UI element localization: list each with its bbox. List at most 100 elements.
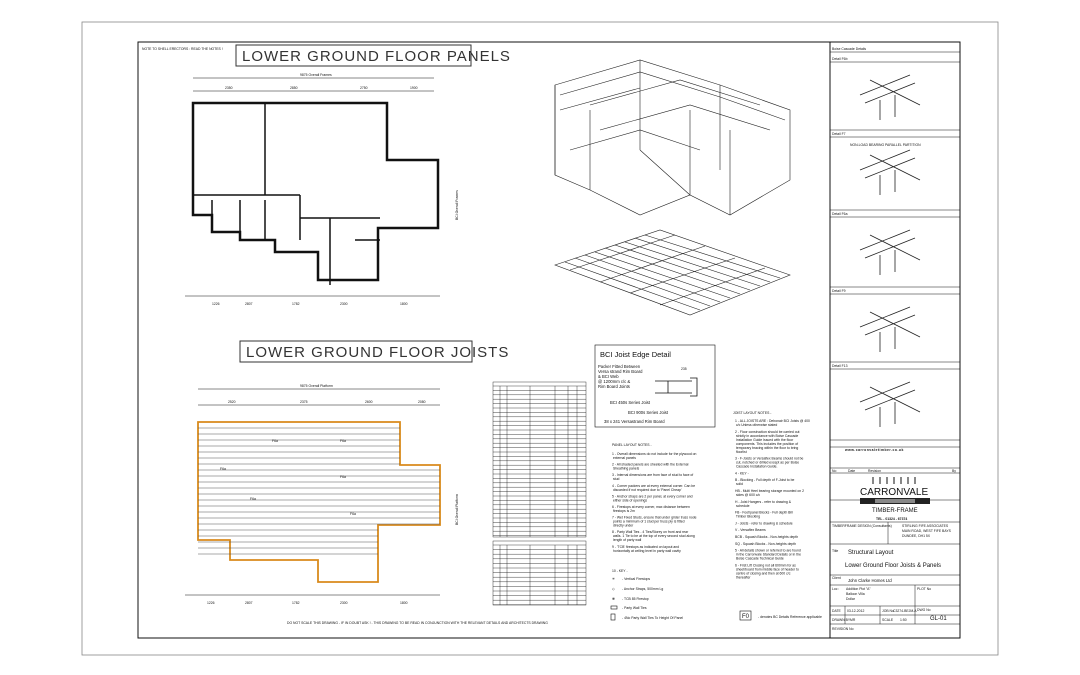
detail-sketch [859,229,921,275]
rev-header: Revision [868,469,881,473]
key-item: - Anchor Straps, 500mm Lg [622,587,663,591]
dim-text: 1226 [212,302,220,306]
panel-notes-heading: PANEL LAYOUT NOTES - [612,443,652,447]
dim-text: 2600 [365,400,373,404]
panels-title: LOWER GROUND FLOOR PANELS [242,48,511,65]
panel-note: 7 - Wet Fixed Studs, ensure that under g… [612,516,697,528]
key-item: - Vertical Firestops [622,577,650,581]
joist-notes: JOIST LAYOUT NOTES - 1 - ALL JOISTS ARE … [733,411,822,621]
dim-text: 235 [681,367,687,371]
joist-note: SQ - Squash Blocks - Non-heights depth [735,542,796,546]
key-item: - TCB 85 Firestop [622,597,649,601]
site-line: Dollar [846,597,856,601]
joist-note: B - Blocking - Full depth of F-Joist to … [735,478,794,486]
vertical-firestop-icon: ✳ [612,577,615,581]
telephone: TEL - 01324 - 67374 [876,517,907,521]
drawing-frame [137,41,961,639]
site-line: Addition Plot "A" [846,587,871,591]
dim-text: 2850 [290,86,298,90]
dwg-number: GL-01 [930,616,947,622]
dim-text: 2300 [340,302,348,306]
callout: Rim Board Joints [598,384,630,389]
joist-label: F6a [272,439,278,443]
site-line: Balloon Villa [846,592,865,596]
key-item: - 4No Party Wall Ties To Height Of Panel [622,616,683,620]
joist-note: 4 - KEY - [735,471,749,475]
joist-label: F6a [340,439,346,443]
panel-note: 5 - Anchor straps are 2 per panel, at ev… [612,494,693,502]
footer-note: DO NOT SCALE THIS DRAWING - IF IN DOUBT … [287,621,548,625]
panels-outer-walls [191,101,440,282]
key-item: - Party Wall Ties [622,606,647,610]
callout: & BCI Web [598,374,619,379]
scale: 1:50 [900,618,907,622]
title-label: Title [832,549,838,553]
panel-notes: PANEL LAYOUT NOTES - 1 - Overall dimensi… [610,443,697,621]
detail-sketch [859,149,921,195]
drawn-label: DRAWN BY [832,618,851,622]
carronvale-logo: CARRONVALE TIMBER-FRAME [860,477,930,514]
rev-header: No [832,469,836,473]
panel-note: 8 - Party Wall Ties - 4 Ties/Storey on f… [612,530,695,542]
joist-lines [198,427,440,555]
frame-3d-view [554,59,791,216]
callout: @ 1200mm c/c & [598,379,630,384]
key-heading: 10 - KEY - [612,569,628,573]
joist-label: F6a [220,467,226,471]
dim-text: 1900 [410,86,418,90]
panel-note: 4 - Corner packers are at every external… [612,484,695,492]
detail-sketch [859,381,921,427]
revision-label: REVISION No [832,627,854,631]
dim-text: 1800 [400,601,408,605]
rev-header: By [952,469,956,473]
title-block-text: www.carronvaletimber.co.uk No Date Revis… [832,448,956,631]
rev-header: Date [848,469,855,473]
side-label: BCI Overall Platform [455,494,459,525]
panels-plan: LOWER GROUND FLOOR PANELS 9875 Overall F… [185,44,511,306]
client-label: Client [832,576,841,580]
joist-note: BCB - Squash Blocks - Non-heights depth [735,535,798,539]
date-label: DATE [832,609,842,613]
callout: BCI 900s Series Joist [628,410,669,415]
f7-caption: NON-LOAD BEARING PARALLEL PARTITION [850,143,921,147]
address-line: MAIN ROAD, WEST FIFE BAYS [902,529,952,533]
dim-text: 2375 [300,400,308,404]
detail-title: Detail F6b [832,57,848,61]
joist-note: HB - Multi Heel bearing storage mounted … [735,489,804,497]
drawn-by: MR [850,618,856,622]
detail-title: Detail F13 [832,364,848,368]
tcb-firestop-icon: ❋ [612,597,615,601]
dim-text: 1782 [292,601,300,605]
bci-joist-edge-detail: BCI Joist Edge Detail Packer Fitted Betw… [594,344,716,428]
dim-text: 1800 [400,302,408,306]
detail-sketch [859,74,921,120]
detail-title: Detail F6a [832,212,848,216]
dim-text: 2807 [245,601,253,605]
logo-sub: TIMBER-FRAME [872,508,918,514]
dim-text: 1226 [207,601,215,605]
joist-note: 1 - ALL JOISTS ARE : Debonair BCI Joists… [735,419,810,427]
panel-note: 6 - Firestops at every corner, max dista… [612,505,690,513]
detail-note: - denotes BC Details Reference applicabl… [758,615,822,619]
site-label: Loc : [832,587,839,591]
date: 03-12-2012 [847,609,864,613]
joists-title: LOWER GROUND FLOOR JOISTS [246,344,509,361]
joists-3d-view [554,229,791,316]
party-wall-ties-height-icon [610,613,616,621]
dim-text: 1782 [292,302,300,306]
joist-notes-heading: JOIST LAYOUT NOTES - [733,411,771,415]
side-label: BCI Overall Frames [455,190,459,220]
panels-internal-walls [193,103,380,285]
joist-schedule-table [492,381,587,606]
joist-note: 3 - F-Joists or Versaflex Beams should n… [735,457,804,469]
party-wall-tie-icon [610,605,618,610]
job-number: C3274-BEJM-A [893,609,917,613]
anchor-strap-icon: ◇ [612,587,615,591]
drawing-title-1: Structural Layout [848,550,894,556]
details-heading: Boise Cascade Details [832,47,866,51]
panel-note: 2 - All shaded panels are sheeted with t… [612,463,689,471]
joist-note: 6 - First Lift Closing not all 600mm for… [735,563,799,579]
callout: BCI 450s Series Joist [610,400,651,405]
